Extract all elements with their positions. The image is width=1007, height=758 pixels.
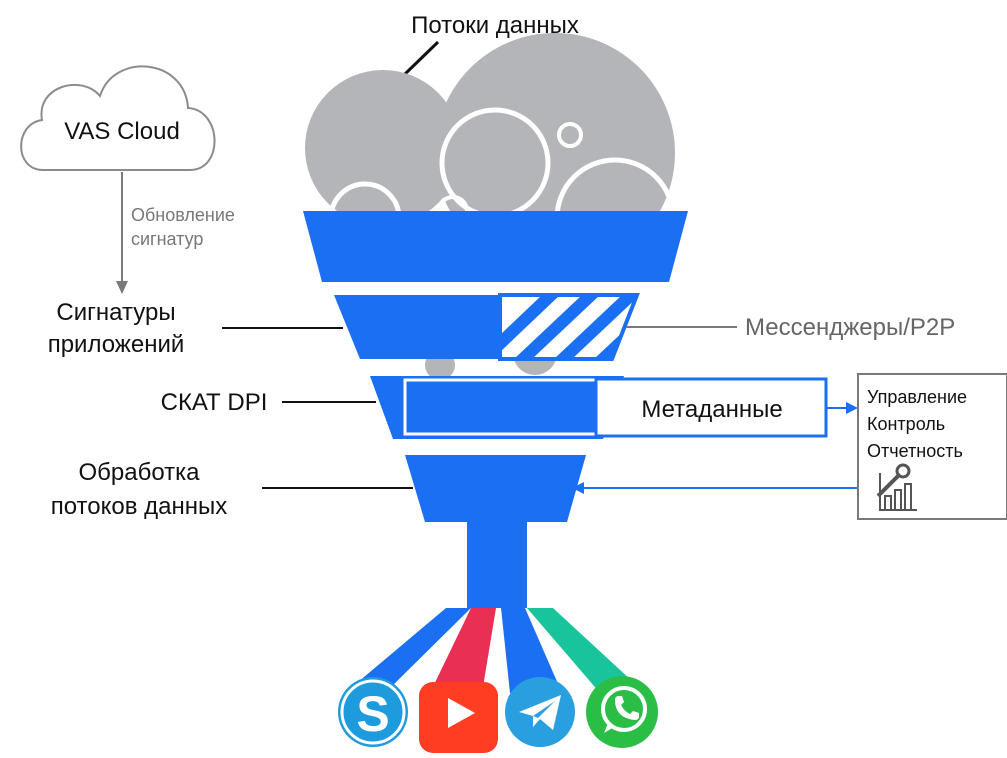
output-streams: [345, 608, 645, 693]
bubble: [305, 70, 461, 226]
stream-whatsapp: [527, 608, 645, 693]
update-arrowhead: [116, 281, 128, 294]
title-pointer-left: [403, 40, 440, 76]
metadata-arrowhead: [846, 402, 858, 414]
svg-text:S: S: [356, 686, 389, 742]
stream-youtube: [430, 608, 496, 693]
stream-skype: [345, 608, 471, 693]
update-label-line1: Обновление: [131, 205, 235, 225]
youtube-icon: [419, 682, 498, 753]
panel-line-1: Управление: [867, 387, 967, 407]
funnel-tier-1: [303, 211, 688, 282]
funnel-neck: [467, 522, 527, 608]
messengers-label: Мессенджеры/P2P: [745, 314, 955, 341]
stream-telegram: [501, 608, 562, 693]
metadata-label: Метаданные: [641, 396, 782, 423]
panel-line-3: Отчетность: [867, 441, 963, 461]
skype-icon: S: [338, 677, 408, 747]
signatures-label-line2: приложений: [48, 331, 185, 358]
panel-line-2: Контроль: [867, 414, 945, 434]
signatures-label-line1: Сигнатуры: [56, 299, 175, 326]
whatsapp-icon: [586, 676, 658, 748]
vas-cloud-label: VAS Cloud: [64, 118, 180, 145]
metadata-box: [594, 377, 828, 438]
processing-label-line1: Обработка: [78, 459, 200, 486]
processing-label-line2: потоков данных: [51, 493, 228, 520]
bubble: [557, 122, 583, 148]
update-label-line2: сигнатур: [131, 229, 203, 249]
control-arrowhead: [572, 482, 584, 494]
telegram-icon: [505, 677, 575, 747]
dpi-label: СКАТ DPI: [161, 389, 268, 416]
wrench-chart-icon: [876, 463, 917, 511]
vas-cloud-icon: [20, 65, 216, 171]
management-panel: [857, 373, 1007, 520]
funnel-tier-4: [405, 455, 586, 522]
metadata-inner-box: [403, 378, 623, 436]
